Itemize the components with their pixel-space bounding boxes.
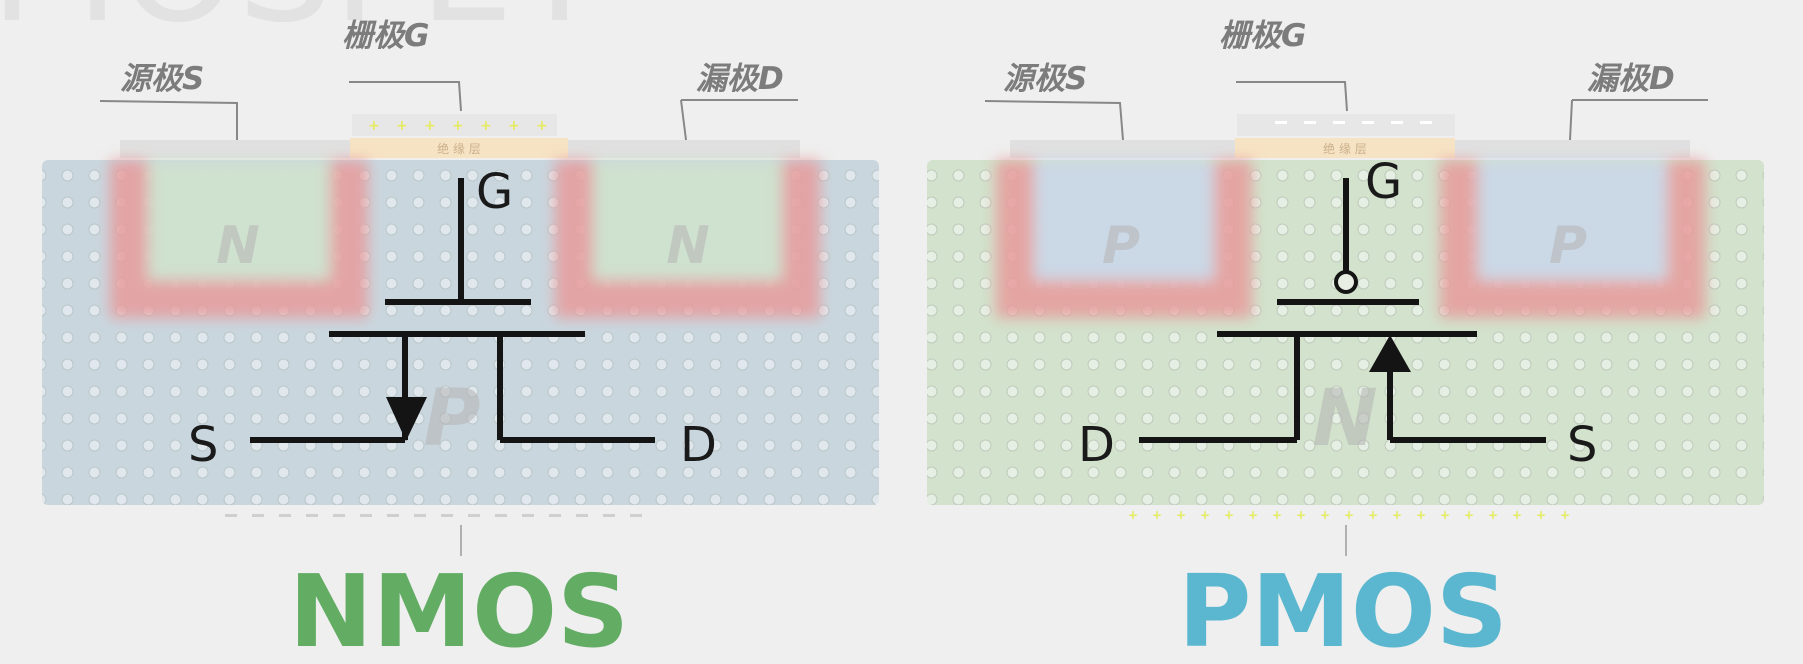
pmos-substrate-label: N (1312, 374, 1377, 464)
pmos-body-charges: + + + + + + + + + + + + + + + + + + + (1128, 508, 1570, 522)
nmos-gate-label: 栅极G (342, 18, 429, 54)
nmos-n-wells (110, 160, 820, 318)
svg-text:+: + (368, 118, 380, 134)
svg-text:+: + (1272, 508, 1282, 522)
nmos-title: NMOS (289, 553, 629, 664)
pmos-insulating-layer (1235, 138, 1455, 158)
nmos-arrow-icon (386, 397, 427, 441)
svg-text:+: + (1536, 508, 1546, 522)
nmos-insulating-layer-label: 绝 缘 层 (437, 141, 481, 156)
svg-text:+: + (1152, 508, 1162, 522)
svg-text:+: + (452, 118, 464, 134)
nmos-pin-d: D (680, 417, 717, 473)
pmos-gate-label: 栅极G (1219, 18, 1306, 54)
nmos-drain-label: 漏极D (696, 61, 784, 97)
background-watermark: MOSFET (0, 0, 607, 56)
svg-text:+: + (1344, 508, 1354, 522)
nmos-terminal-leaders (99, 81, 798, 141)
svg-text:+: + (1512, 508, 1522, 522)
svg-text:+: + (1392, 508, 1402, 522)
svg-text:+: + (508, 118, 520, 134)
pmos-device: 绝 缘 层 P P N +++++++++++++++++++ 源极S 栅极G … (927, 18, 1764, 664)
nmos-pin-g: G (476, 164, 513, 220)
nmos-insulating-layer (350, 138, 568, 158)
pmos-drain-label: 漏极D (1587, 61, 1675, 97)
pmos-gate-bubble-icon (1334, 270, 1358, 294)
nmos-body-charges (225, 514, 642, 517)
svg-text:+: + (536, 118, 548, 134)
pmos-source-label: 源极S (1003, 61, 1087, 97)
svg-text:+: + (396, 118, 408, 134)
nmos-source-region-label: N (216, 216, 260, 276)
nmos-substrate-label: P (423, 374, 480, 464)
pmos-gate-electrode (1237, 114, 1455, 136)
svg-text:+: + (1200, 508, 1210, 522)
svg-text:+: + (1296, 508, 1306, 522)
pmos-gate-charges (1275, 121, 1432, 124)
svg-text:+: + (1440, 508, 1450, 522)
nmos-device: + + + + + + + 绝 缘 层 N N P 源极S 栅极G (42, 18, 879, 664)
pmos-pin-s: S (1567, 417, 1597, 473)
pmos-pin-g: G (1365, 154, 1402, 210)
pmos-pin-d: D (1078, 417, 1115, 473)
svg-text:+: + (1128, 508, 1138, 522)
pmos-arrow-icon (1369, 335, 1411, 372)
pmos-drain-region-label: P (1102, 216, 1140, 276)
pmos-p-wells (996, 160, 1705, 318)
svg-text:+: + (1488, 508, 1498, 522)
nmos-gate-charges: + + + + + + + (368, 118, 548, 134)
svg-text:MOSFET: MOSFET (0, 0, 607, 56)
nmos-gate-electrode (352, 114, 557, 136)
svg-text:+: + (1560, 508, 1570, 522)
nmos-pin-s: S (188, 417, 218, 473)
svg-text:+: + (1464, 508, 1474, 522)
svg-text:+: + (1320, 508, 1330, 522)
pmos-insulating-layer-label: 绝 缘 层 (1323, 141, 1367, 156)
svg-text:+: + (1248, 508, 1258, 522)
svg-text:+: + (1368, 508, 1378, 522)
pmos-source-region-label: P (1549, 216, 1587, 276)
nmos-source-label: 源极S (120, 61, 204, 97)
svg-text:+: + (424, 118, 436, 134)
svg-text:+: + (1416, 508, 1426, 522)
svg-text:+: + (1224, 508, 1234, 522)
pmos-terminal-leaders (984, 81, 1708, 141)
svg-text:+: + (480, 118, 492, 134)
nmos-drain-region-label: N (666, 216, 710, 276)
svg-text:+: + (1176, 508, 1186, 522)
pmos-title: PMOS (1178, 553, 1508, 664)
